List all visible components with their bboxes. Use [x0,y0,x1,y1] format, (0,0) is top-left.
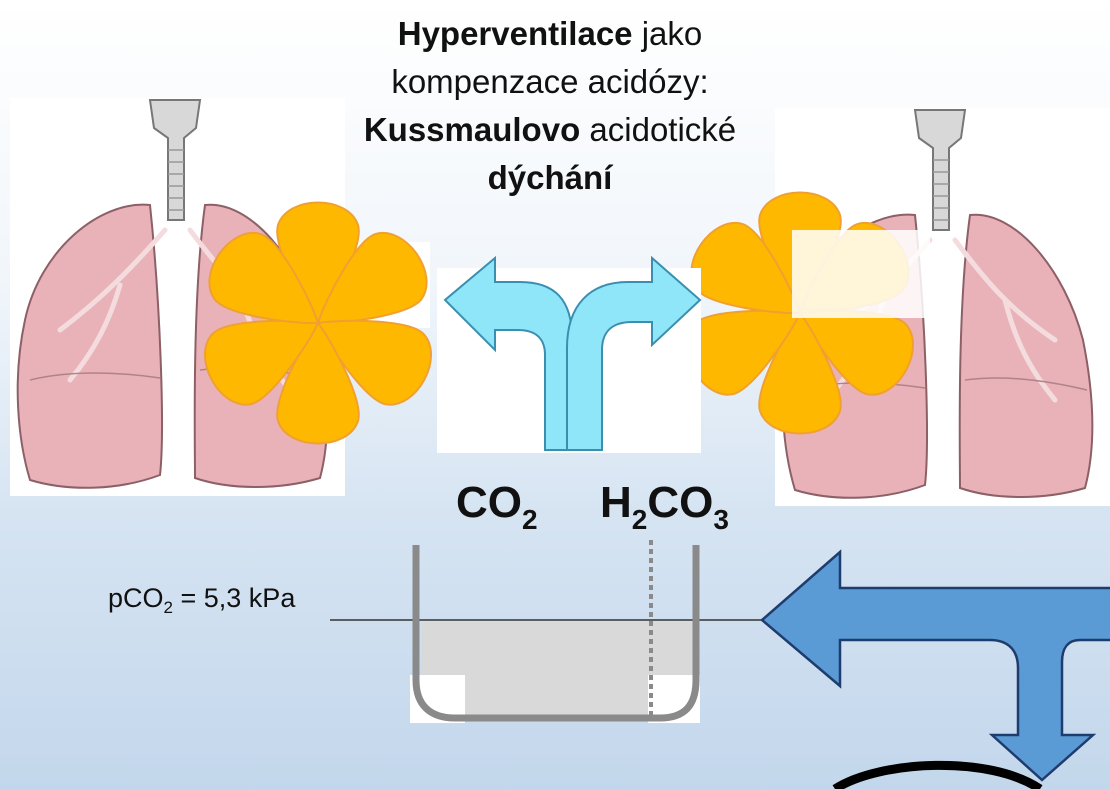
return-arrow-icon [760,549,1110,782]
pco2-label: pCO2 = 5,3 kPa [108,583,296,617]
page-title: Hyperventilace jako kompenzace acidózy: … [330,10,770,202]
split-arrow-icon [437,255,702,453]
title-text: jako [632,15,703,52]
burst-right-icon [673,191,930,435]
title-bold-kussmaulovo: Kussmaulovo [363,111,581,148]
burst-left-icon [191,201,445,445]
bottom-arc [832,760,1043,789]
title-text: acidotické [580,111,737,148]
h2co3-label: H2CO3 [600,478,729,535]
title-bold-hyperventilace: Hyperventilace [397,15,633,52]
co2-label: CO2 [456,478,538,535]
title-text: kompenzace acidózy: [391,63,709,100]
vessel-icon [330,540,765,723]
title-bold-dychani: dýchání [487,159,613,196]
